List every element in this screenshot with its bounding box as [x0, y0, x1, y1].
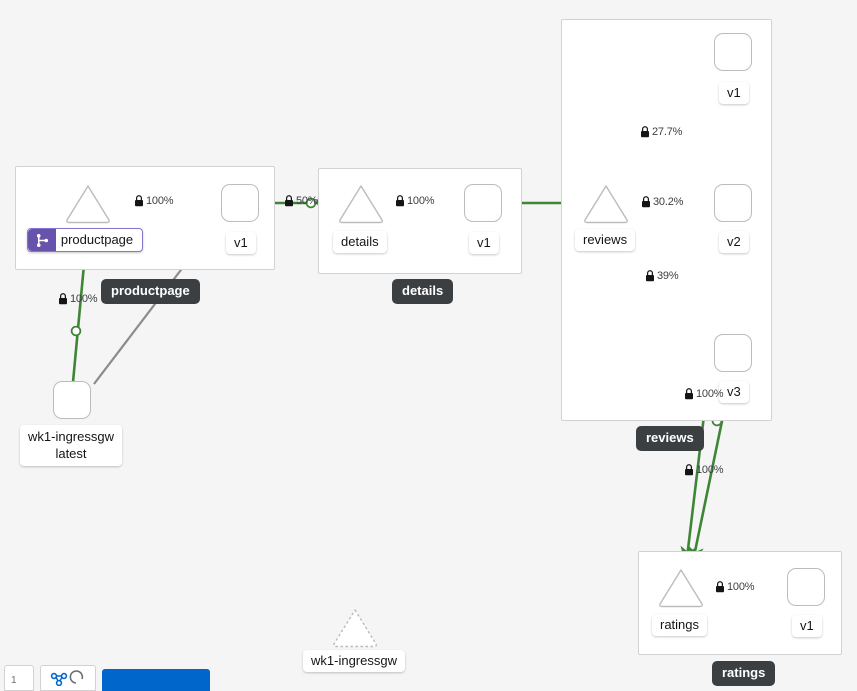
triangle-shape [584, 185, 628, 224]
graph-layout-icon [50, 670, 84, 686]
mtls-lock-icon [135, 195, 143, 207]
edge-label-text: 100% [407, 195, 435, 207]
mtls-lock-icon [59, 293, 67, 305]
edge-label-text: 50% [296, 195, 318, 207]
node-label-text: productpage [60, 232, 134, 247]
edge-label-reviews-v1: 27.7% [640, 126, 682, 138]
virtual-service-icon [28, 229, 56, 251]
edge-label-text: 39% [657, 270, 679, 282]
triangle-shape [659, 569, 703, 608]
edge-label-reviews-ratings: 100% [684, 464, 724, 476]
mtls-lock-icon [685, 464, 693, 476]
node-label-details[interactable]: details [333, 231, 387, 253]
edge-label-ingressgw-productpage: 100% [58, 293, 98, 305]
node-label-ratings[interactable]: ratings [652, 614, 708, 636]
edge-label-text: 100% [146, 195, 174, 207]
edge-label-text: 100% [70, 293, 98, 305]
node-label-reviews-v3[interactable]: v3 [719, 381, 749, 403]
mtls-lock-icon [641, 126, 649, 138]
node-version-ratings-v1[interactable] [787, 568, 825, 606]
node-label-reviews-v1[interactable]: v1 [719, 82, 749, 104]
edge-label-productpage-v1: 100% [134, 195, 174, 207]
edge-label-details-v1: 100% [395, 195, 435, 207]
mtls-lock-icon [646, 270, 654, 282]
node-label-ratings-v1[interactable]: v1 [792, 615, 822, 637]
bottom-toolbar[interactable]: 1 [0, 663, 210, 691]
edge-label-reviews-v3: 39% [645, 270, 679, 282]
edge-label-text: 100% [727, 581, 755, 593]
mtls-lock-icon [716, 581, 724, 593]
node-label-productpage-v1[interactable]: v1 [226, 232, 256, 254]
edge-label-text: 100% [696, 388, 724, 400]
mtls-lock-icon [685, 388, 693, 400]
node-label-reviews[interactable]: reviews [575, 229, 636, 251]
node-label-reviews-v2[interactable]: v2 [719, 231, 749, 253]
group-tooltip-reviews: reviews [636, 426, 704, 451]
ingressgw-workload-version: latest [55, 446, 87, 461]
node-version-reviews-v1[interactable] [714, 33, 752, 71]
node-version-productpage-v1[interactable] [221, 184, 259, 222]
triangle-shape [339, 185, 383, 224]
edge-label-reviews-v3-ratings: 100% [684, 388, 724, 400]
node-version-reviews-v2[interactable] [714, 184, 752, 222]
edge-label-text: 100% [696, 464, 724, 476]
layout-toggle-button[interactable] [40, 665, 96, 691]
ingressgw-workload-name: wk1-ingressgw [28, 429, 114, 444]
node-version-reviews-v3[interactable] [714, 334, 752, 372]
group-tooltip-details: details [392, 279, 454, 304]
group-tooltip-ratings: ratings [712, 661, 776, 686]
edge-label-reviews-v2: 30.2% [641, 196, 683, 208]
svg-text:1: 1 [11, 675, 17, 686]
node-version-details-v1[interactable] [464, 184, 502, 222]
edge-label-text: 27.7% [652, 126, 683, 138]
triangle-dashed-shape [333, 609, 377, 648]
node-workload-ingressgw[interactable] [53, 381, 91, 419]
edge-label-text: 30.2% [653, 196, 684, 208]
edge-label-ratings-v1: 100% [715, 581, 755, 593]
zoom-controls-button[interactable]: 1 [4, 665, 34, 691]
mtls-lock-icon [396, 195, 404, 207]
node-label-ingressgw-workload[interactable]: wk1-ingressgw latest [20, 425, 122, 466]
node-label-details-v1[interactable]: v1 [469, 232, 499, 254]
node-label-productpage[interactable]: productpage [27, 228, 143, 252]
edge-label-productpage-details: 50% [284, 195, 318, 207]
primary-action-button[interactable] [102, 669, 210, 691]
mtls-lock-icon [642, 196, 650, 208]
scale-icon: 1 [11, 675, 17, 686]
node-label-ingressgw-idle[interactable]: wk1-ingressgw [303, 650, 405, 672]
group-tooltip-productpage: productpage [101, 279, 200, 304]
mtls-lock-icon [285, 195, 293, 207]
triangle-shape [66, 185, 110, 224]
